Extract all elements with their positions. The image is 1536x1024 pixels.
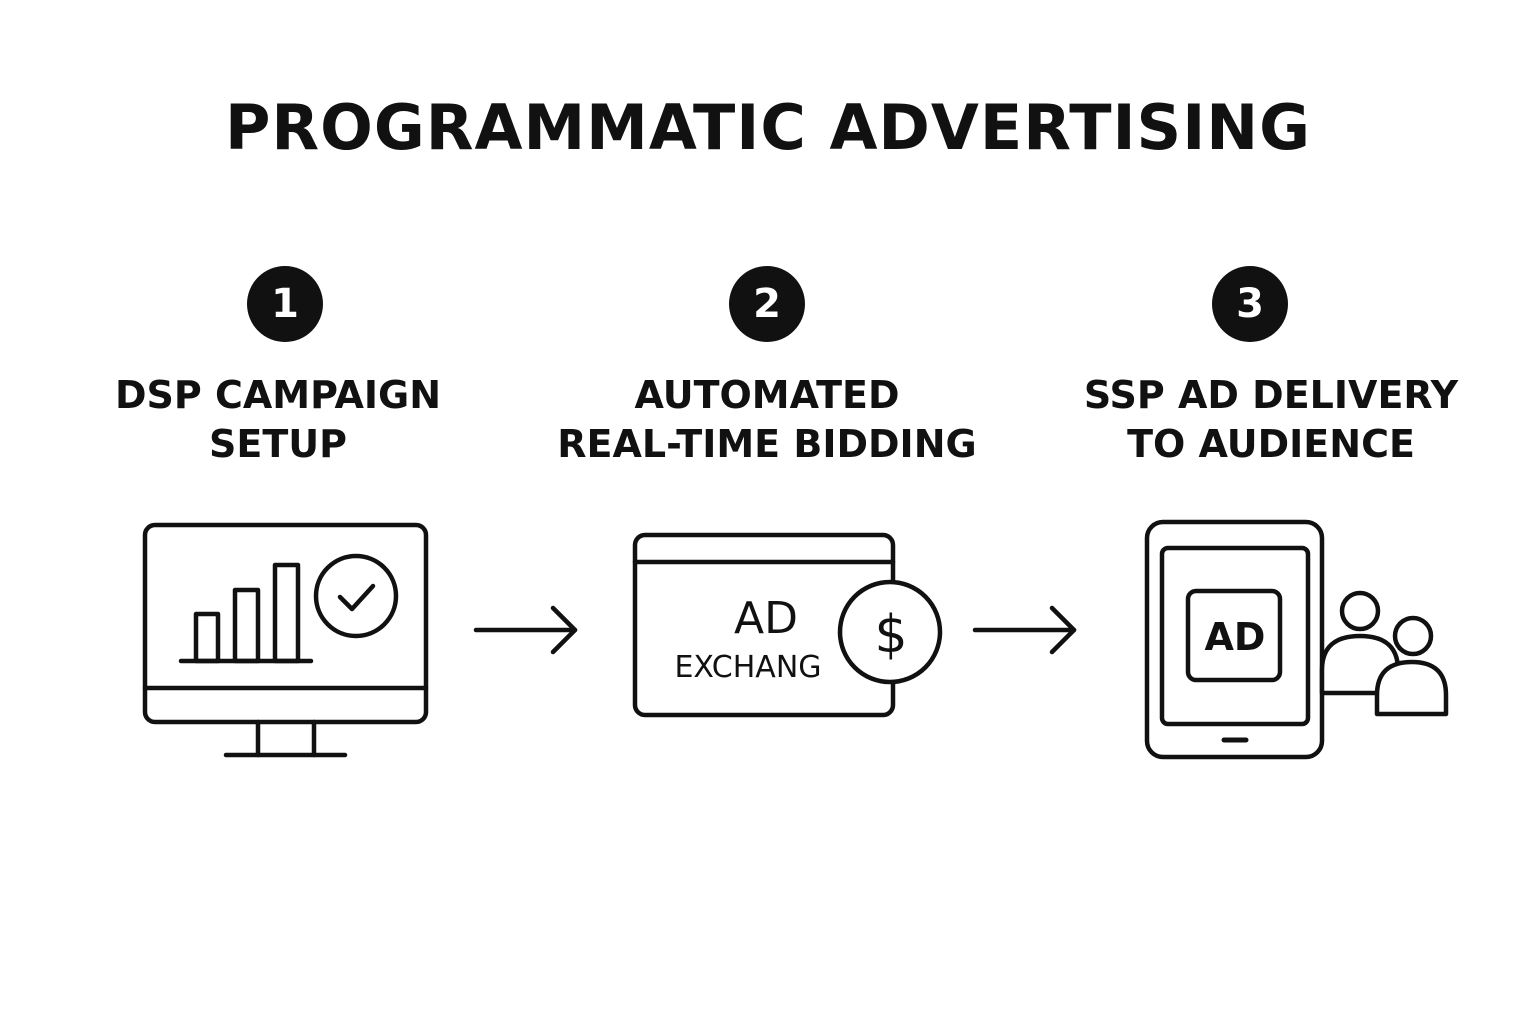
exchange-text-exchang: EXCHANG: [674, 650, 821, 685]
step-3-label: SSP AD DELIVERY TO AUDIENCE: [1041, 371, 1501, 469]
step-2-badge: 2: [729, 266, 805, 342]
step-2-label: AUTOMATED REAL-TIME BIDDING: [537, 371, 997, 469]
step-1-label: DSP CAMPAIGN SETUP: [48, 371, 508, 469]
bar-3: [272, 562, 301, 664]
person-back-head: [1339, 590, 1381, 632]
exchange-text-ad: AD: [734, 593, 798, 644]
dollar-icon: $: [874, 605, 907, 665]
step-1-badge: 1: [247, 266, 323, 342]
tablet-ad-text: AD: [1205, 615, 1266, 659]
person-front-head: [1392, 615, 1434, 657]
bar-2: [232, 587, 261, 664]
dollar-coin: [837, 579, 943, 685]
check-circle: [313, 553, 399, 639]
tablet-ad-audience-icon: [1144, 519, 1449, 760]
monitor-screen-frame: [142, 522, 429, 725]
step-2-label-line-2: REAL-TIME BIDDING: [557, 422, 977, 466]
step-3-badge: 3: [1212, 266, 1288, 342]
monitor-bar-chart-check-icon: [142, 522, 429, 758]
person-front-body: [1374, 659, 1449, 717]
arrow-right-icon-2: [972, 605, 1077, 655]
tablet-outer-frame: [1144, 519, 1325, 760]
ad-exchange-dollar-icon: [632, 532, 943, 718]
bar-1: [193, 611, 221, 664]
arrow-right-icon-1: [473, 605, 578, 655]
ad-box: [1185, 588, 1283, 683]
check-mark-icon: [337, 583, 376, 612]
tablet-screen: [1159, 545, 1311, 727]
step-1-label-line-2: SETUP: [209, 422, 347, 466]
step-1-label-line-1: DSP CAMPAIGN: [114, 373, 441, 417]
step-3-label-line-1: SSP AD DELIVERY: [1083, 373, 1459, 417]
step-3-label-line-2: TO AUDIENCE: [1127, 422, 1415, 466]
step-2-label-line-1: AUTOMATED: [634, 373, 900, 417]
page-title: PROGRAMMATIC ADVERTISING: [224, 91, 1312, 164]
